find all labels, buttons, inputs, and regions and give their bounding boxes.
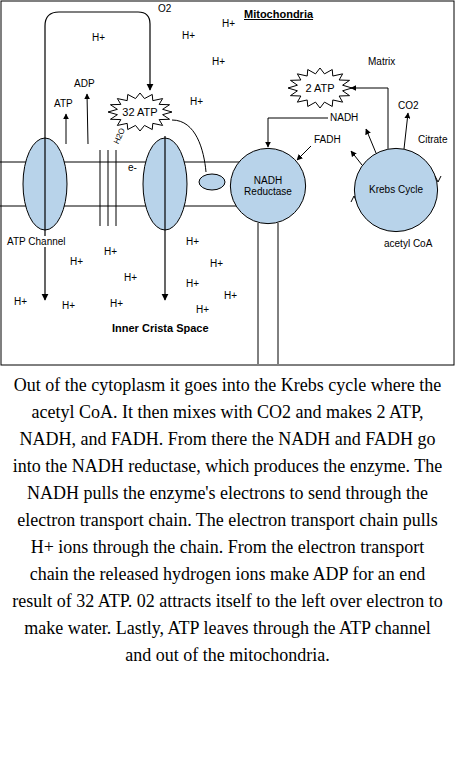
diagram-label: Matrix [368,56,395,67]
nadh-arrow [366,129,376,153]
node-text-group: Krebs Cycle [369,184,423,196]
chain-line [100,150,101,226]
diagram-label: H+ [212,56,225,67]
circle-outline [354,148,437,231]
circle-outline [230,148,305,223]
diagram-label: H+ [92,32,105,43]
fadh-arrow [351,151,362,165]
diagram-label: H+ [186,278,199,289]
small-protein [199,174,225,190]
node-text-group: 2 ATP [305,82,334,95]
node-label: NADH Reductase [238,175,298,198]
reductase-line [278,223,279,364]
diagram-label: ATP Channel [6,236,67,247]
diagram-label: acetyl CoA [384,238,432,249]
starburst-outline [108,93,172,131]
diagram-label: H+ [182,30,195,41]
electron-path [172,120,206,172]
diagram-title: Mitochondria [244,8,313,20]
atp-exit-arrow [45,12,150,300]
diagram-label: Inner Crista Space [112,322,209,334]
proton-arrow [164,136,165,300]
diagram-label: H+ [124,272,137,283]
diagram-label: H+ [62,300,75,311]
diagram-label: H+ [186,236,199,247]
starburst-node: 2 ATP [288,68,352,108]
diagram-label: FADH [314,134,341,145]
diagram-label: H+ [110,298,123,309]
diagram-frame [1,1,454,365]
diagram-label: CO2 [398,100,419,111]
fadh-to-reductase [297,146,311,160]
circle-node: Krebs Cycle [354,148,438,232]
node-label: 2 ATP [305,82,334,95]
diagram-label: H+ [224,290,237,301]
diagram-label: NADH [330,112,358,123]
diagram-label: O2 [158,3,171,14]
node-label: Krebs Cycle [369,184,423,196]
adp-arrow [87,94,88,144]
atp-arrow [66,114,67,144]
diagram-label: H+ [70,256,83,267]
diagram-label: H+ [104,246,117,257]
diagram-label: ADP [74,78,95,89]
diagram-label: H+ [210,258,223,269]
diagram-label: H+ [222,18,235,29]
chain-line [116,150,117,226]
diagram-label: H2O [113,127,128,146]
circle-node: NADH Reductase [230,148,306,224]
diagram-label: H+ [14,296,27,307]
starburst-node: 32 ATP [108,93,172,131]
reductase-line [258,223,259,364]
diagram-label: H+ [196,304,209,315]
starburst-outline [288,68,352,108]
diagram-label: ATP [54,98,73,109]
node-label: 32 ATP [122,106,157,119]
chain-line [108,150,109,226]
diagram-label: Citrate [418,134,447,145]
co2-arrow [404,113,408,149]
diagram-label: H+ [190,96,203,107]
node-text-group: 32 ATP [122,106,157,119]
diagram-label: e- [128,162,137,173]
caption: Out of the cytoplasm it goes into the Kr… [10,372,445,669]
node-text-group: NADH Reductase [238,175,298,198]
